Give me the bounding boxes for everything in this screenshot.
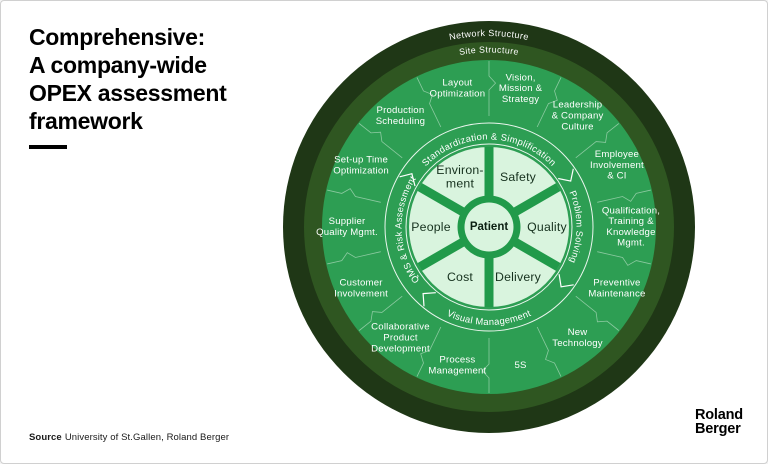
item-separator <box>327 251 381 265</box>
band-arrow-icon <box>399 172 416 187</box>
wheel-item-label: Quality Mgmt. <box>316 227 378 238</box>
logo-line-1: Roland <box>695 407 743 423</box>
title-line-4: framework <box>29 108 143 134</box>
sector-label: Delivery <box>495 270 542 284</box>
item-separator <box>597 251 651 266</box>
wheel-item-label: Employee <box>595 149 639 160</box>
item-separator <box>536 77 562 128</box>
wheel-item-label: Scheduling <box>376 116 425 127</box>
item-separator <box>536 326 562 377</box>
wheel-item-label: Knowledge <box>606 227 655 238</box>
sector-label: Quality <box>527 220 567 234</box>
wheel-item-label: & CI <box>607 171 626 182</box>
wheel-item-label: 5S <box>515 360 527 371</box>
item-separator <box>416 326 442 377</box>
wheel-item-label: Collaborative <box>371 322 430 333</box>
logo-line-2: Berger <box>695 421 741 437</box>
item-separator <box>575 123 620 159</box>
item-separator <box>358 295 403 331</box>
wheel-item-label: Process <box>439 355 475 366</box>
wheel-item-label: Mgmt. <box>617 238 645 249</box>
sector-quality: Quality <box>527 220 567 234</box>
item-separator <box>327 188 381 203</box>
wheel-item-label: & Company <box>552 111 604 122</box>
wheel-item-label: Preventive <box>593 278 640 289</box>
band-arrow-icon <box>422 292 436 307</box>
center-hub <box>464 202 514 252</box>
wheel-item: 5S <box>515 360 527 371</box>
wheel-item-label: New <box>568 327 588 338</box>
wheel-item-label: Set-up Time <box>334 155 388 166</box>
title-line-2: A company-wide <box>29 52 207 78</box>
wheel-item-label: Supplier <box>329 216 366 227</box>
item-separator <box>597 189 651 203</box>
wheel-item-label: Optimization <box>430 89 486 100</box>
wheel-item-label: Production <box>377 105 425 116</box>
item-separator <box>481 338 490 393</box>
band-arrow-icon <box>558 274 574 288</box>
item-separator <box>358 123 403 159</box>
wheel-item-label: Optimization <box>333 165 389 176</box>
sector-label: ment <box>446 177 475 191</box>
wheel-item-label: Involvement <box>334 289 388 300</box>
sector-delivery: Delivery <box>495 270 542 284</box>
wheel-item-label: Vision, <box>506 72 536 83</box>
wheel-item-label: Layout <box>442 78 472 89</box>
item-separator <box>488 61 497 116</box>
wheel-item-label: Culture <box>561 121 593 132</box>
sector-label: Safety <box>500 170 537 184</box>
sector-label: Cost <box>447 270 473 284</box>
wheel-item-label: Management <box>428 365 486 376</box>
sector-environment: Environ-ment <box>436 163 483 191</box>
item-separator <box>575 295 620 331</box>
sector-label: People <box>411 220 451 234</box>
sector-safety: Safety <box>500 170 537 184</box>
wheel-item-label: Maintenance <box>588 289 645 300</box>
source-text: University of St.Gallen, Roland Berger <box>64 432 230 443</box>
wheel-item-label: Technology <box>552 338 603 349</box>
title-line-1: Comprehensive: <box>29 24 206 50</box>
site-structure-label: Site Structure <box>458 44 519 56</box>
band-arrow-icon <box>558 168 574 182</box>
item-separator <box>416 77 442 128</box>
sector-cost: Cost <box>447 270 473 284</box>
sector-people: People <box>411 220 451 234</box>
roland-berger-logo: Roland Berger <box>695 407 743 437</box>
page-title: Comprehensive: A company-wide OPEX asses… <box>29 23 227 149</box>
wheel-item-label: Product <box>383 333 418 344</box>
network-structure-label: Network Structure <box>448 28 530 42</box>
wheel-item-label: Qualification, <box>602 205 660 216</box>
band-outer-outline <box>384 122 594 332</box>
wheel-item-label: Customer <box>339 278 383 289</box>
wheel-item-label: Mission & <box>499 83 543 94</box>
title-line-3: OPEX assessment <box>29 80 227 106</box>
wheel-item-label: Strategy <box>502 94 539 105</box>
center-label: Patient <box>470 221 509 233</box>
wheel-item-label: Leadership <box>553 100 602 111</box>
band-inner-outline <box>405 143 573 311</box>
wheel-item-label: Training & <box>608 216 654 227</box>
wheel-item-label: Development <box>371 343 430 354</box>
source-label: Source <box>29 432 62 443</box>
sector-label: Environ- <box>436 163 483 177</box>
title-underline-dash <box>29 145 67 149</box>
wheel-item-label: Involvement <box>590 160 644 171</box>
wheel-item: Vision,Mission &Strategy <box>499 72 543 105</box>
